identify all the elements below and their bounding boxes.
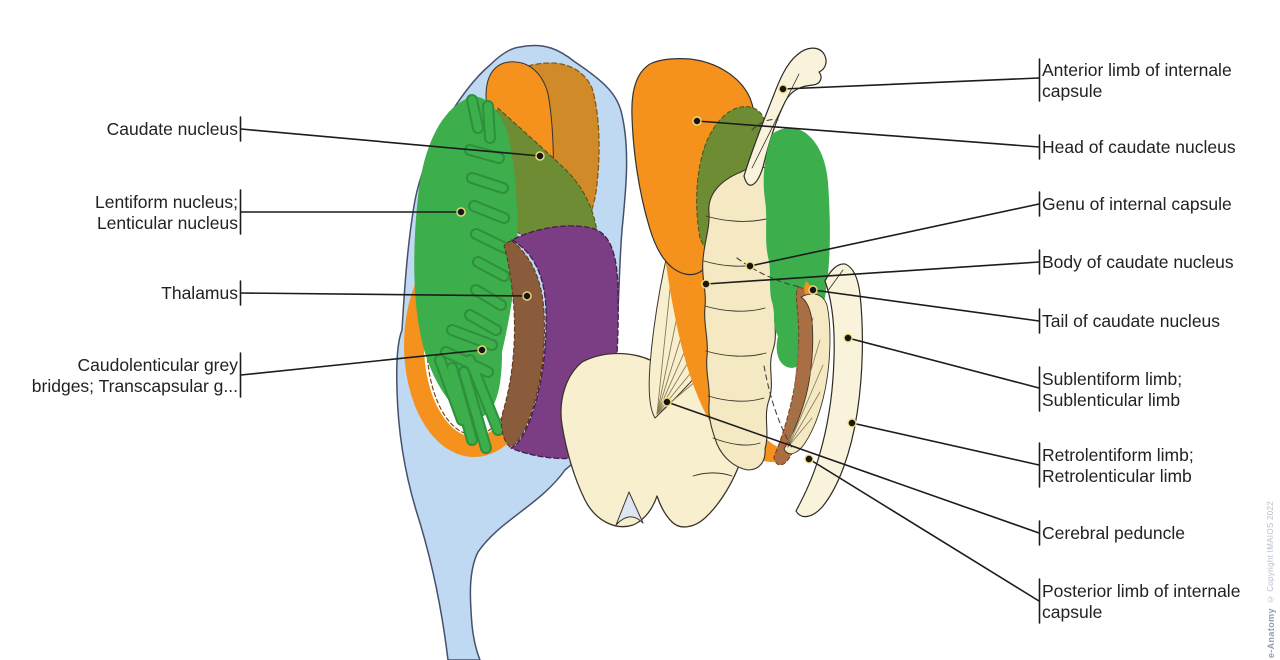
label-caudate-nucleus: Caudate nucleus xyxy=(107,119,238,140)
label-line: bridges; Transcapsular g... xyxy=(31,375,238,396)
label-line: Cerebral peduncle xyxy=(1042,523,1186,543)
label-line: Anterior limb of internale xyxy=(1042,60,1232,80)
dashed-boundary-arcs xyxy=(736,118,801,450)
label-line: Caudate nucleus xyxy=(106,119,238,139)
label-line: Thalamus xyxy=(161,283,238,303)
label-line: capsule xyxy=(1042,601,1103,622)
anterior-limb-crease xyxy=(751,73,800,169)
label-ticks xyxy=(239,58,1041,624)
label-sublentiform-limb: Sublentiform limb; Sublenticular limb xyxy=(1042,369,1182,410)
watermark-brand: e-Anatomy xyxy=(1266,607,1277,658)
label-line: Retrolenticular limb xyxy=(1042,465,1192,486)
label-line: Retrolentiform limb; xyxy=(1042,445,1194,465)
label-line: Lenticular nucleus xyxy=(96,212,238,233)
left-overlap-brown-region xyxy=(500,240,545,448)
retrolentiform-crescent-region xyxy=(795,263,863,518)
label-anterior-limb: Anterior limb of internale capsule xyxy=(1042,60,1232,101)
column-segment-lines xyxy=(703,215,767,446)
label-line: Tail of caudate nucleus xyxy=(1042,311,1221,331)
label-cerebral-peduncle: Cerebral peduncle xyxy=(1042,523,1185,544)
label-genu-internal-capsule: Genu of internal capsule xyxy=(1042,194,1232,215)
label-line: Sublentiform limb; xyxy=(1042,369,1183,389)
interpeduncular-notch xyxy=(615,491,644,526)
label-posterior-limb: Posterior limb of internale capsule xyxy=(1042,581,1240,622)
label-line: Posterior limb of internale xyxy=(1042,581,1241,601)
midbrain-crease-line xyxy=(692,472,733,477)
label-line: Body of caudate nucleus xyxy=(1042,252,1234,272)
lentiform-nucleus-region xyxy=(414,96,518,418)
label-line: Sublenticular limb xyxy=(1042,389,1181,410)
label-line: Lentiform nucleus; xyxy=(95,192,238,212)
label-caudolenticular-bridges: Caudolenticular grey bridges; Transcapsu… xyxy=(32,355,238,396)
label-retrolentiform-limb: Retrolentiform limb; Retrolenticular lim… xyxy=(1042,445,1194,486)
label-line: Caudolenticular grey xyxy=(77,355,238,375)
watermark: e-Anatomy © Copyright IMAIOS 2022 xyxy=(1263,501,1280,658)
label-tail-of-caudate: Tail of caudate nucleus xyxy=(1042,311,1220,332)
body-of-caudate-region xyxy=(664,248,791,463)
label-line: Genu of internal capsule xyxy=(1042,194,1232,214)
caudolenticular-bridges-region xyxy=(434,94,511,454)
fan-fiber-lines-right xyxy=(787,301,824,448)
label-line: capsule xyxy=(1042,80,1103,101)
watermark-copyright: © Copyright IMAIOS 2022 xyxy=(1266,500,1276,604)
leader-dots xyxy=(456,84,857,464)
crescent-tip-line xyxy=(826,269,844,293)
label-thalamus: Thalamus xyxy=(161,283,238,304)
label-lentiform-nucleus: Lentiform nucleus; Lenticular nucleus xyxy=(95,192,238,233)
label-head-of-caudate: Head of caudate nucleus xyxy=(1042,137,1236,158)
leader-lines xyxy=(240,77,1040,602)
label-body-of-caudate: Body of caudate nucleus xyxy=(1042,252,1234,273)
sublentiform-fan-region xyxy=(783,293,831,455)
label-line: Head of caudate nucleus xyxy=(1042,137,1236,157)
